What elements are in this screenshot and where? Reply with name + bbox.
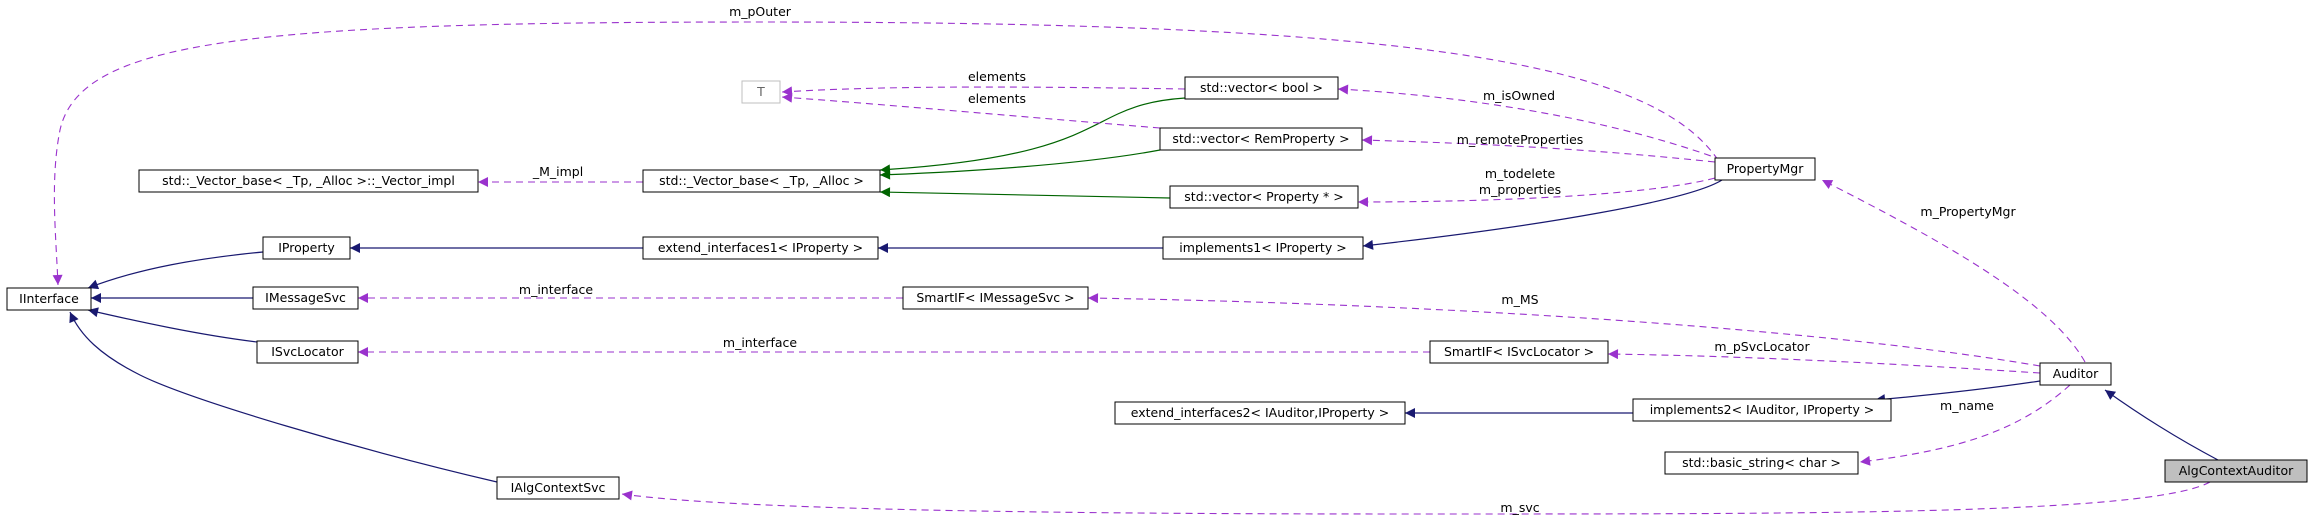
node-vector-property-ptr[interactable]: std::vector< Property * >: [1169, 185, 1359, 209]
node-smartif-imessagesvc[interactable]: SmartIF< IMessageSvc >: [902, 286, 1089, 310]
edge-algcontextauditor-to-auditor: [2104, 389, 2219, 461]
node-propertymgr[interactable]: PropertyMgr: [1714, 157, 1816, 181]
node-label: std::vector< bool >: [1200, 80, 1323, 95]
node-label: AlgContextAuditor: [2179, 463, 2294, 478]
node-label: implements1< IProperty >: [1179, 240, 1346, 255]
label-m-interface-svc: m_interface: [723, 335, 797, 350]
label-m-todelete: m_todelete: [1485, 166, 1556, 181]
edge-vectorprop-to-vectorbase: [879, 187, 1171, 199]
node-basic-string[interactable]: std::basic_string< char >: [1664, 451, 1859, 475]
node-auditor[interactable]: Auditor: [2039, 362, 2112, 386]
edge-auditor-to-smartif-svc: [1607, 349, 2041, 374]
node-label: PropertyMgr: [1727, 161, 1805, 176]
node-label: std::vector< RemProperty >: [1172, 131, 1349, 146]
node-iproperty[interactable]: IProperty: [262, 236, 351, 260]
label-m-name: m_name: [1940, 398, 1994, 413]
edge-vectorrem-to-vectorbase: [879, 149, 1161, 180]
label-m-interface-msg: m_interface: [519, 282, 593, 297]
node-vector-bool[interactable]: std::vector< bool >: [1184, 76, 1339, 100]
node-label: ISvcLocator: [271, 344, 344, 359]
label-m-propertymgr: m_PropertyMgr: [1920, 204, 2016, 219]
node-smartif-isvclocator[interactable]: SmartIF< ISvcLocator >: [1429, 340, 1609, 364]
edge-propertymgr-to-vectorprop: [1357, 177, 1716, 207]
label-m-impl: _M_impl: [532, 164, 583, 179]
edge-isvclocator-to-iinterface: [87, 307, 258, 343]
edge-algcontextauditor-to-ialgcontextsvc: [621, 481, 2211, 515]
label-m-pouter: m_pOuter: [729, 4, 792, 19]
edge-propertymgr-to-vectorbool: [1337, 84, 1723, 161]
label-m-remoteproperties: m_remoteProperties: [1457, 132, 1584, 147]
edges: [52, 21, 2219, 515]
node-label: T: [756, 84, 765, 99]
label-m-isowned: m_isOwned: [1483, 88, 1555, 103]
edge-labels: m_pOuter elements elements m_isOwned _M_…: [519, 4, 2017, 515]
node-label: std::_Vector_base< _Tp, _Alloc >: [659, 173, 864, 188]
node-label: std::vector< Property * >: [1184, 189, 1343, 204]
node-vector-impl[interactable]: std::_Vector_base< _Tp, _Alloc >::_Vecto…: [138, 169, 479, 193]
node-vector-base[interactable]: std::_Vector_base< _Tp, _Alloc >: [642, 169, 881, 193]
edge-auditor-to-basicstring: [1859, 384, 2071, 466]
node-label: IProperty: [278, 240, 335, 255]
node-label: IInterface: [19, 291, 79, 306]
node-label: SmartIF< IMessageSvc >: [916, 290, 1074, 305]
node-vector-remproperty[interactable]: std::vector< RemProperty >: [1159, 127, 1363, 151]
edge-propertymgr-to-vectorrem: [1361, 135, 1716, 163]
node-isvclocator[interactable]: ISvcLocator: [256, 340, 359, 364]
label-m-svc: m_svc: [1500, 500, 1539, 515]
node-extend-interfaces2[interactable]: extend_interfaces2< IAuditor,IProperty >: [1114, 401, 1406, 425]
edge-vectorbool-to-vectorbase: [879, 97, 1186, 175]
edge-iproperty-to-iinterface: [87, 251, 264, 290]
node-label: SmartIF< ISvcLocator >: [1444, 344, 1594, 359]
node-implements1[interactable]: implements1< IProperty >: [1162, 236, 1364, 260]
nodes: IInterface IProperty IMessageSvc ISvcLoc…: [6, 76, 2308, 500]
node-label: implements2< IAuditor, IProperty >: [1650, 402, 1875, 417]
edge-ialgcontextsvc-to-iinterface: [69, 311, 498, 483]
node-label: extend_interfaces2< IAuditor,IProperty >: [1131, 405, 1389, 420]
node-template-t[interactable]: T: [741, 80, 781, 104]
node-label: IMessageSvc: [265, 290, 346, 305]
label-elements-bool: elements: [968, 69, 1026, 84]
edge-m-pouter: [52, 21, 1719, 286]
edge-vectorbool-to-t: [781, 86, 1186, 97]
node-ialgcontextsvc[interactable]: IAlgContextSvc: [496, 476, 620, 500]
label-elements-rem: elements: [968, 91, 1026, 106]
node-label: IAlgContextSvc: [511, 480, 606, 495]
node-label: std::_Vector_base< _Tp, _Alloc >::_Vecto…: [162, 173, 455, 188]
edge-vectorrem-to-t: [781, 92, 1161, 129]
node-label: extend_interfaces1< IProperty >: [658, 240, 863, 255]
label-m-ms: m_MS: [1501, 292, 1538, 307]
node-imessagesvc[interactable]: IMessageSvc: [252, 286, 359, 310]
node-algcontextauditor[interactable]: AlgContextAuditor: [2164, 459, 2308, 483]
edge-auditor-to-propertymgr: [1821, 179, 2086, 363]
node-extend-interfaces1[interactable]: extend_interfaces1< IProperty >: [642, 236, 879, 260]
node-label: std::basic_string< char >: [1682, 455, 1841, 470]
node-implements2[interactable]: implements2< IAuditor, IProperty >: [1632, 398, 1892, 422]
label-m-properties: m_properties: [1479, 182, 1561, 197]
edge-propertymgr-to-implements1: [1362, 179, 1723, 250]
label-m-psvclocator: m_pSvcLocator: [1714, 339, 1810, 354]
node-label: Auditor: [2053, 366, 2099, 381]
node-iinterface[interactable]: IInterface: [6, 287, 92, 311]
